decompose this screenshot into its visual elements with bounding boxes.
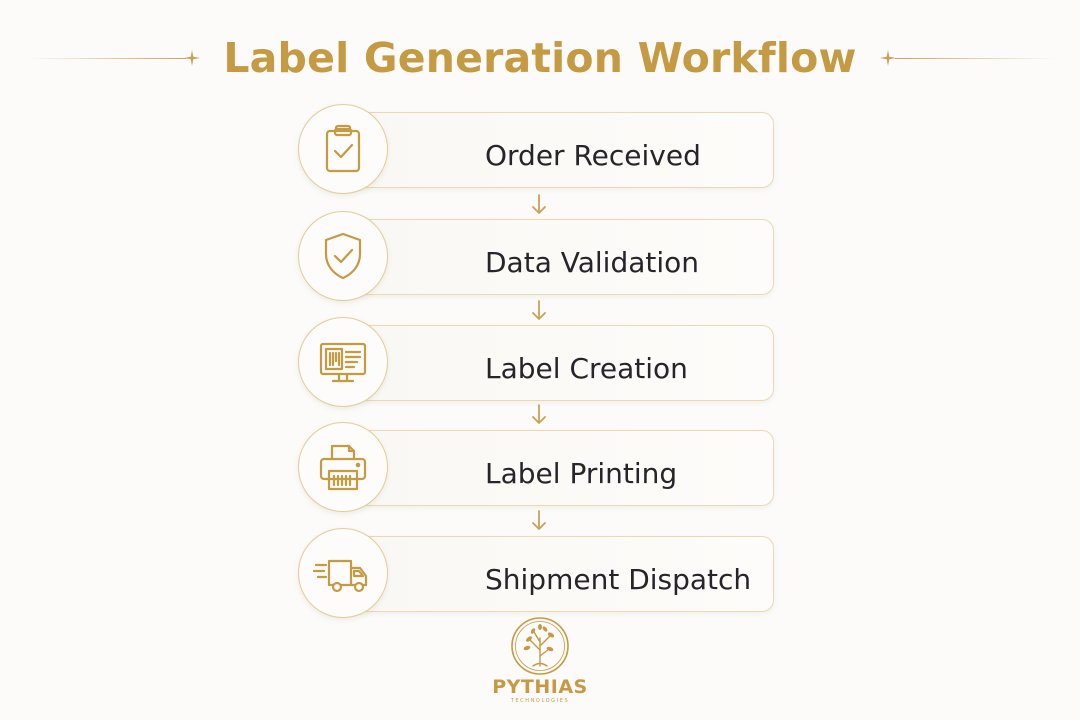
step-card: Shipment Dispatch [346,536,774,612]
arrow-down-icon [532,300,546,320]
step-label: Shipment Dispatch [485,563,752,596]
delivery-truck-icon [313,559,368,593]
tree-emblem-icon [511,617,569,675]
sparkle-icon [184,50,200,66]
page-title: Label Generation Workflow [223,34,857,82]
step-label: Data Validation [485,246,700,279]
clipboard-check-icon [325,124,361,173]
shield-check-icon [324,232,362,280]
workflow-step-data-validation: Data Validation [298,211,778,301]
step-card: Label Creation [346,325,774,401]
step-icon-badge [298,104,388,194]
workflow-step-order-received: Order Received [298,104,778,194]
title-divider-right [895,58,1055,59]
step-icon-badge [298,211,388,301]
workflow-step-shipment-dispatch: Shipment Dispatch [298,528,778,618]
step-icon-badge [298,528,388,618]
arrow-down-icon [532,404,546,424]
arrow-down-icon [532,510,546,530]
logo-tagline: TECHNOLOGIES [510,698,570,704]
company-logo: PYTHIAS TECHNOLOGIES [490,612,590,712]
step-icon-badge [298,317,388,407]
workflow-step-label-creation: Label Creation [298,317,778,407]
title-divider-left [28,58,186,59]
step-card: Order Received [346,112,774,188]
monitor-label-icon [319,342,367,383]
step-label: Label Creation [485,352,688,385]
step-card: Label Printing [346,430,774,506]
printer-icon [319,444,367,491]
step-card: Data Validation [346,219,774,295]
arrow-down-icon [532,194,546,214]
sparkle-icon [880,50,896,66]
step-label: Label Printing [485,457,678,490]
step-label: Order Received [485,139,701,172]
workflow-step-label-printing: Label Printing [298,422,778,512]
logo-wordmark: PYTHIAS [492,676,588,698]
header: Label Generation Workflow [0,28,1080,92]
step-icon-badge [298,422,388,512]
